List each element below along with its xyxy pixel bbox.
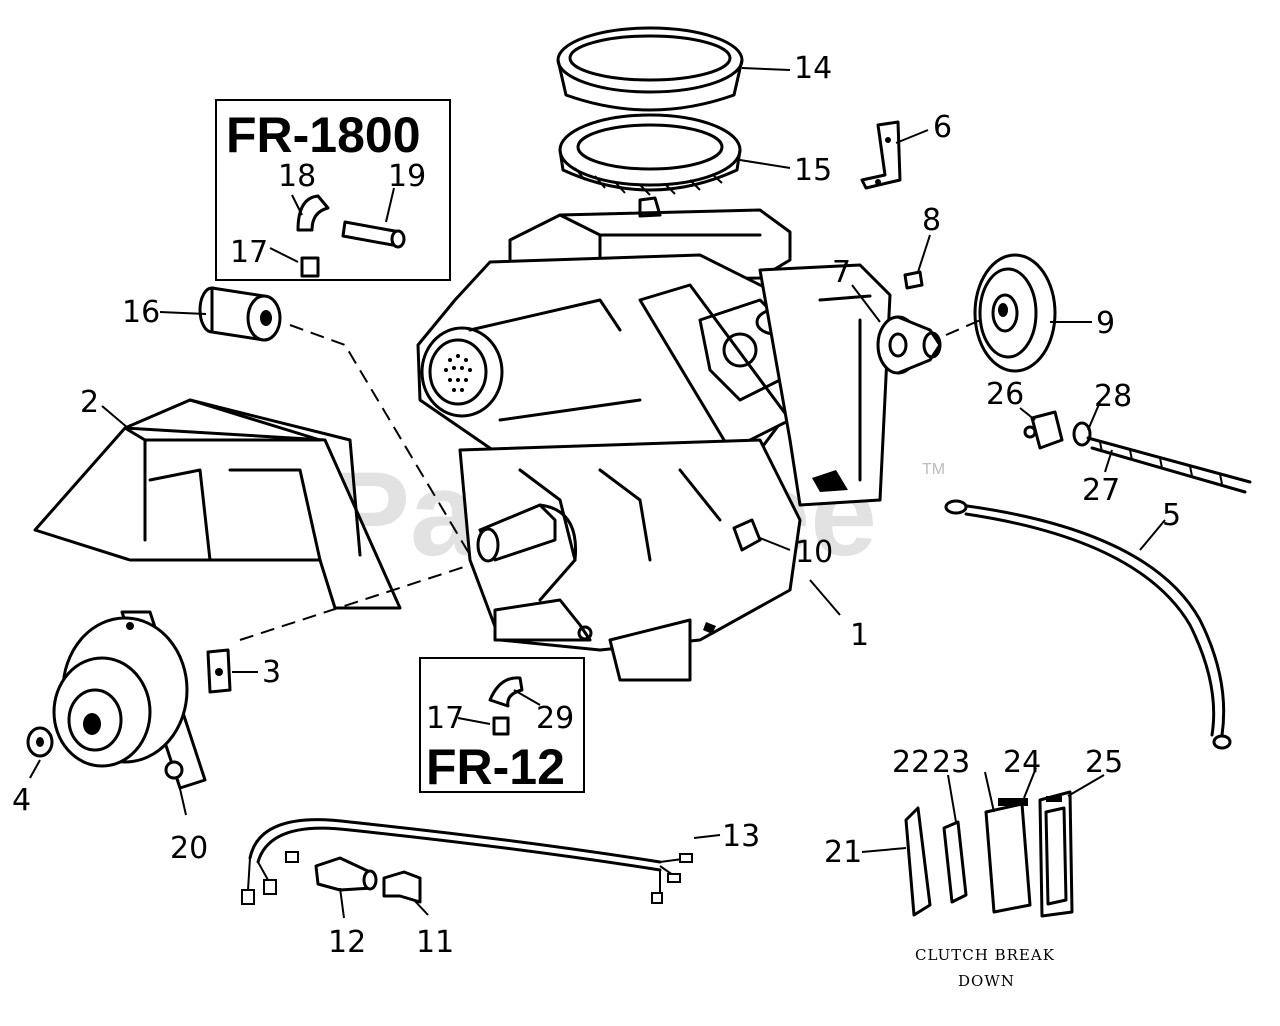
- label-1: 1: [850, 618, 869, 653]
- clutch-centerline: [239, 564, 471, 641]
- label-3: 3: [262, 655, 281, 690]
- watermark-tm: TM: [922, 461, 945, 478]
- label-24: 24: [1003, 745, 1041, 780]
- part-20-clutch[interactable]: [52, 610, 207, 790]
- label-7: 7: [832, 255, 851, 290]
- clutch-breakdown: [904, 790, 1074, 918]
- caption-line-1: CLUTCH BREAK: [915, 946, 1055, 964]
- label-9: 9: [1096, 306, 1115, 341]
- part-17-plug-b[interactable]: [492, 716, 510, 736]
- part-23-rotor[interactable]: [984, 802, 1032, 914]
- part-6-bracket[interactable]: [860, 120, 902, 190]
- part-21-plate[interactable]: [904, 806, 932, 917]
- part-14-cover-ring[interactable]: [556, 26, 744, 112]
- label-4: 4: [12, 783, 31, 818]
- part-16-filter[interactable]: [198, 286, 282, 342]
- label-29: 29: [536, 701, 574, 736]
- label-16: 16: [122, 295, 160, 330]
- caption-line-2: DOWN: [958, 972, 1015, 990]
- filter-centerline: [289, 324, 471, 556]
- label-2: 2: [80, 385, 99, 420]
- label-13: 13: [722, 819, 760, 854]
- part-25-coil[interactable]: [1038, 790, 1074, 918]
- label-17a: 17: [230, 235, 268, 270]
- inset-fr12: FR-12: [419, 657, 585, 795]
- part-1-engine[interactable]: [416, 196, 892, 682]
- label-28: 28: [1094, 379, 1132, 414]
- label-23: 23: [932, 745, 970, 780]
- part-12-switch[interactable]: [314, 856, 378, 892]
- label-8: 8: [922, 203, 941, 238]
- part-4-washer[interactable]: [26, 726, 54, 758]
- part-11-elbow[interactable]: [382, 870, 422, 904]
- part-26-fitting[interactable]: [1023, 410, 1064, 450]
- part-7-hub[interactable]: [876, 315, 942, 375]
- part-labels: 1 2 3 4 5 6 7 8 9 10 11 12 13 14 15 16 1…: [12, 51, 1181, 960]
- inset-fr1800-title: FR-1800: [226, 107, 421, 163]
- label-12: 12: [328, 925, 366, 960]
- label-5: 5: [1162, 498, 1181, 533]
- part-9-pulley[interactable]: [973, 253, 1057, 373]
- label-25: 25: [1085, 745, 1123, 780]
- label-11: 11: [416, 925, 454, 960]
- inset-fr1800: FR-1800: [215, 99, 451, 281]
- label-17b: 17: [426, 701, 464, 736]
- part-15-filter-element[interactable]: [558, 113, 742, 196]
- part-8-key[interactable]: [903, 270, 924, 290]
- label-10: 10: [795, 535, 833, 570]
- label-14: 14: [794, 51, 832, 86]
- part-5-cable[interactable]: [944, 499, 1232, 750]
- leader-lines: [29, 67, 1166, 919]
- part-2-shroud[interactable]: [33, 398, 402, 610]
- part-22-disc[interactable]: [942, 820, 968, 904]
- part-17-plug-a[interactable]: [300, 256, 320, 278]
- label-22: 22: [892, 745, 930, 780]
- part-13-harness[interactable]: [241, 818, 693, 905]
- label-20: 20: [170, 831, 208, 866]
- part-3-spacer[interactable]: [206, 648, 232, 694]
- label-26: 26: [986, 377, 1024, 412]
- label-18: 18: [278, 159, 316, 194]
- part-27-hose[interactable]: [1086, 436, 1252, 494]
- pulley-centerline: [945, 317, 986, 336]
- label-21: 21: [824, 835, 862, 870]
- inset-fr12-title: FR-12: [426, 739, 565, 795]
- part-29-elbow[interactable]: [488, 676, 524, 708]
- part-24-bearing[interactable]: [998, 798, 1028, 806]
- label-15: 15: [794, 153, 832, 188]
- label-27: 27: [1082, 473, 1120, 508]
- part-19-nipple[interactable]: [341, 220, 406, 249]
- label-19: 19: [388, 159, 426, 194]
- label-6: 6: [933, 110, 952, 145]
- part-28-clamp[interactable]: [1072, 421, 1092, 447]
